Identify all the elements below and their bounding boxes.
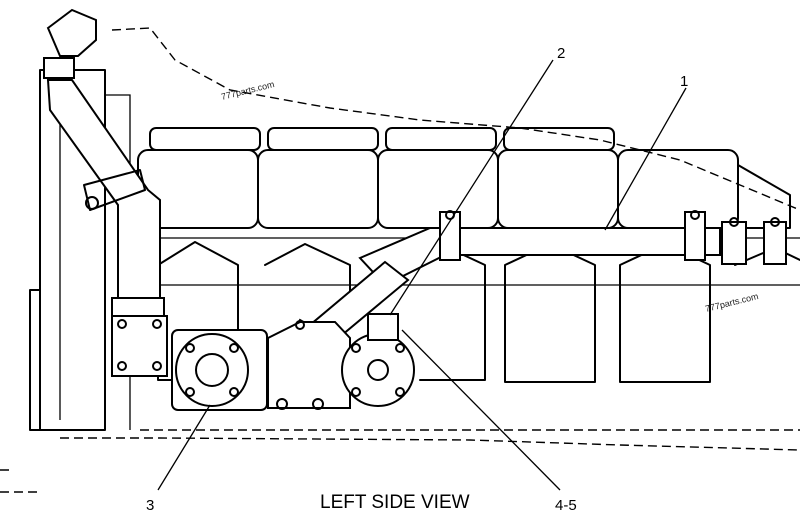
leader-2 [389, 59, 554, 316]
flange-disc [175, 333, 249, 407]
cylinder-block [257, 149, 379, 229]
flange-bore [367, 359, 389, 381]
housing-flange [29, 289, 41, 431]
leader-lines [157, 59, 687, 491]
riser-flange [111, 297, 165, 317]
leader-4-5 [401, 329, 561, 491]
callout-4-5: 4-5 [555, 497, 577, 514]
manifold-end-flange [763, 221, 787, 265]
crankcase-door [264, 243, 351, 301]
flange-bore [195, 353, 229, 387]
watermark: 777parts.com [220, 79, 275, 102]
pump-body [267, 321, 351, 409]
crankcase-door [504, 243, 596, 383]
leader-3 [157, 404, 211, 491]
leader-1 [604, 87, 687, 231]
callout-3: 3 [146, 497, 154, 514]
riser-pipe [43, 8, 168, 377]
left-pump-flange [171, 329, 268, 411]
clamp-bolt [85, 196, 99, 210]
crankcase-door [619, 243, 711, 383]
callout-1: 1 [680, 73, 688, 90]
view-title: LEFT SIDE VIEW [320, 492, 470, 513]
top-elbow [46, 8, 97, 57]
head-cover [267, 127, 379, 151]
manifold-end-flange [721, 221, 747, 265]
cylinder-block [617, 149, 739, 229]
cylinder-block-end [737, 164, 791, 229]
base-dashed-line [0, 469, 40, 493]
head-cover [385, 127, 497, 151]
riser-base-block [111, 315, 168, 377]
cylinder-block [497, 149, 619, 229]
pipe-clamp [83, 169, 146, 211]
head-cover [149, 127, 261, 151]
engine-outline [60, 27, 800, 451]
pump-housing [267, 320, 351, 410]
manifold-tube [358, 210, 787, 287]
elbow-flange [43, 57, 75, 79]
valve-bracket [367, 313, 399, 341]
right-pump-flange [341, 313, 415, 407]
cylinder-block [377, 149, 499, 229]
watermark: 777parts.com [704, 291, 759, 314]
callout-2: 2 [557, 45, 565, 62]
